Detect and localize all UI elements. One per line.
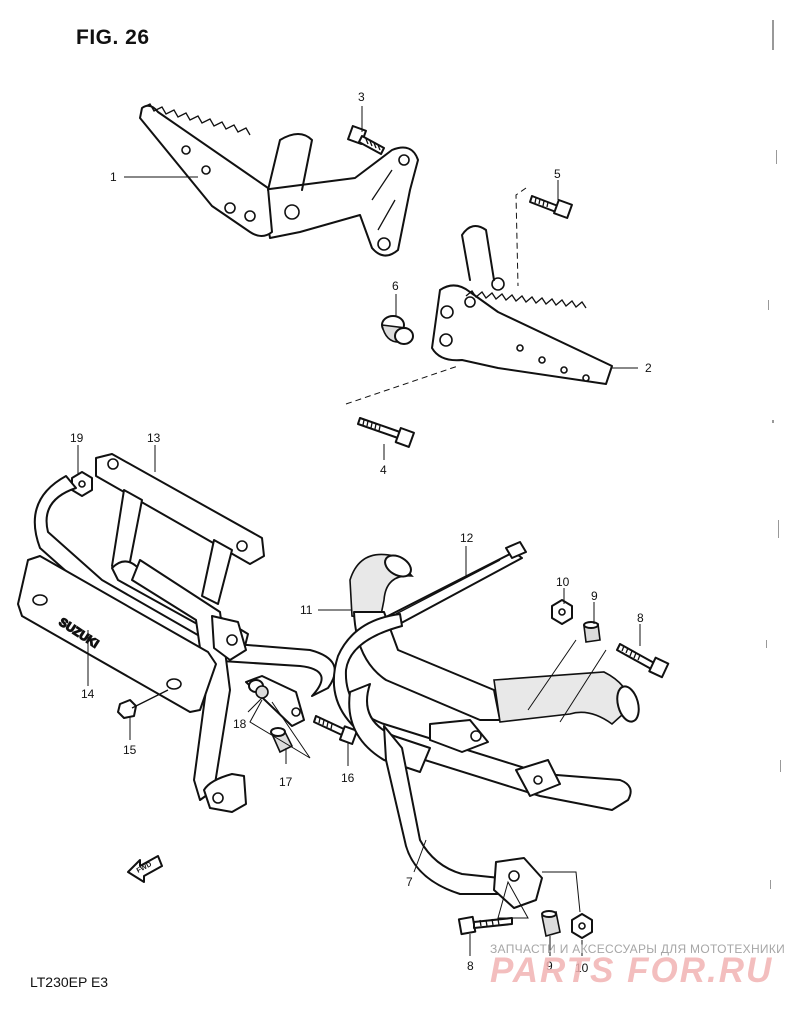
callout-11: 11 bbox=[300, 603, 313, 617]
leader-lines bbox=[77, 106, 641, 956]
callout-10-upper: 10 bbox=[556, 575, 570, 589]
part-1-left-footrest bbox=[139, 103, 419, 257]
callout-8-lower: 8 bbox=[467, 959, 474, 973]
callout-9-lower: 9 bbox=[546, 959, 553, 973]
part-13-bracket bbox=[95, 453, 265, 605]
part-2-right-footrest bbox=[431, 225, 613, 385]
part-10-nut-lower bbox=[571, 913, 593, 939]
part-9-spacer-upper bbox=[583, 621, 601, 643]
part-18-collar bbox=[248, 679, 269, 699]
part-19-nut bbox=[71, 471, 93, 497]
part-6-cushion bbox=[380, 315, 414, 345]
callout-16: 16 bbox=[341, 771, 355, 785]
left-exhaust-pipe bbox=[33, 475, 336, 813]
scan-edge-marks bbox=[766, 20, 781, 889]
callout-17: 17 bbox=[279, 775, 293, 789]
callout-6: 6 bbox=[392, 279, 399, 293]
part-5-bolt bbox=[529, 195, 573, 219]
part-11-connector-pipe bbox=[349, 553, 640, 726]
figure-title: FIG. 26 bbox=[76, 26, 150, 49]
callout-7: 7 bbox=[406, 875, 413, 889]
part-8-bolt-lower bbox=[457, 915, 513, 936]
callout-4: 4 bbox=[380, 463, 387, 477]
part-8-bolt-upper bbox=[616, 643, 670, 679]
part-16-bolt bbox=[313, 715, 358, 745]
callout-labels: 1 2 3 4 5 6 7 8 8 9 9 10 10 11 12 13 14 … bbox=[70, 90, 652, 975]
part-7-exhaust-pipe bbox=[332, 613, 632, 909]
model-code: LT230EP E3 bbox=[30, 974, 109, 990]
part-15-screw bbox=[117, 689, 169, 719]
callout-15: 15 bbox=[123, 743, 137, 757]
watermark-caption: ЗАПЧАСТИ И АКСЕССУАРЫ ДЛЯ МОТОТЕХНИКИ bbox=[490, 942, 786, 956]
watermark-logo: PARTS FOR.RU bbox=[490, 951, 774, 990]
part-4-bolt bbox=[357, 417, 415, 448]
callout-2: 2 bbox=[645, 361, 652, 375]
forward-arrow-icon: FWD bbox=[127, 855, 163, 883]
part-12-clamp-band bbox=[383, 541, 527, 629]
part-9-spacer-lower bbox=[541, 910, 561, 938]
callout-5: 5 bbox=[554, 167, 561, 181]
part-3-bolt bbox=[347, 125, 385, 155]
callout-3: 3 bbox=[358, 90, 365, 104]
callout-10-lower: 10 bbox=[575, 961, 589, 975]
assembly-dash-lines-upper bbox=[345, 187, 527, 405]
part-17-spacer bbox=[270, 727, 294, 754]
part-10-nut-upper bbox=[551, 599, 573, 625]
callout-1: 1 bbox=[110, 170, 117, 184]
callout-8-upper: 8 bbox=[637, 611, 644, 625]
callout-9-upper: 9 bbox=[591, 589, 598, 603]
callout-14: 14 bbox=[81, 687, 95, 701]
callout-12: 12 bbox=[460, 531, 474, 545]
callout-19: 19 bbox=[70, 431, 84, 445]
callout-13: 13 bbox=[147, 431, 161, 445]
callout-18: 18 bbox=[233, 717, 247, 731]
